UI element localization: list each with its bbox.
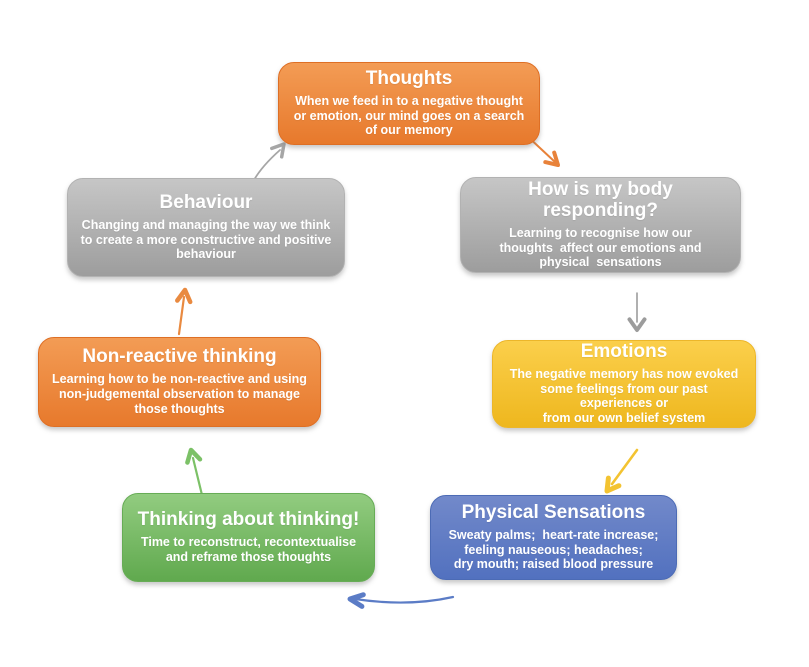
box-physical-sensations-title: Physical Sensations [461, 501, 646, 523]
box-physical-sensations: Physical Sensations Sweaty palms; heart-… [430, 495, 677, 580]
box-emotions-body: The negative memory has now evoked some … [509, 366, 739, 426]
box-thoughts: Thoughts When we feed in to a negative t… [278, 62, 540, 145]
box-non-reactive-thinking: Non-reactive thinking Learning how to be… [38, 337, 321, 427]
arrow-behaviour-to-thoughts [253, 142, 286, 181]
box-body-responding-title: How is my body responding? [528, 178, 673, 221]
arrow-non-reactive-to-behaviour [175, 287, 193, 336]
box-emotions-title: Emotions [580, 341, 668, 363]
box-physical-sensations-body: Sweaty palms; heart-rate increase; feeli… [448, 527, 659, 572]
box-behaviour: Behaviour Changing and managing the way … [67, 178, 345, 277]
arrow-emotions-to-physical-sensations [604, 448, 639, 494]
box-non-reactive-thinking-title: Non-reactive thinking [82, 346, 277, 368]
box-emotions: Emotions The negative memory has now evo… [492, 340, 756, 428]
box-thoughts-title: Thoughts [365, 67, 453, 89]
box-thoughts-body: When we feed in to a negative thought or… [293, 93, 525, 138]
box-thinking-about-thinking-title: Thinking about thinking! [137, 509, 360, 531]
box-non-reactive-thinking-body: Learning how to be non-reactive and usin… [52, 372, 307, 416]
box-body-responding: How is my body responding? Learning to r… [460, 177, 741, 273]
arrow-body-responding-to-emotions [627, 292, 647, 332]
box-thinking-about-thinking: Thinking about thinking! Time to reconst… [122, 493, 375, 582]
box-behaviour-body: Changing and managing the way we think t… [80, 217, 332, 262]
arrow-thinking-to-non-reactive [185, 447, 204, 497]
arrow-physical-sensations-to-thinking [347, 592, 455, 609]
box-behaviour-title: Behaviour [159, 191, 253, 213]
box-thinking-about-thinking-body: Time to reconstruct, recontextualise and… [140, 535, 357, 564]
box-body-responding-body: Learning to recognise how our thoughts a… [499, 225, 702, 270]
